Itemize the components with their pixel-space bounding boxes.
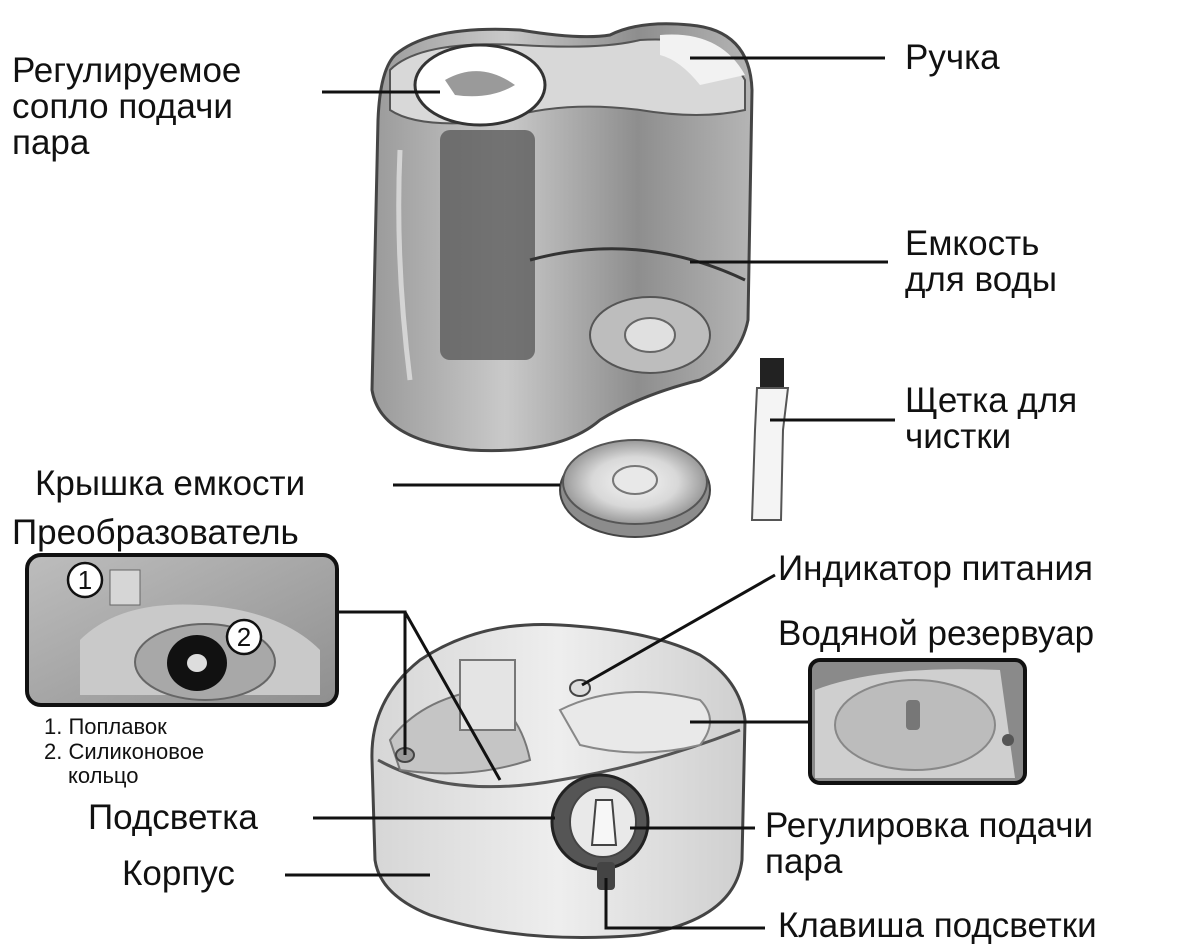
label-power-indicator: Индикатор питания	[778, 549, 1093, 588]
label-steam-nozzle: Регулируемое сопло подачи пара	[12, 51, 242, 162]
humidifier-base	[370, 622, 747, 939]
cleaning-brush	[750, 358, 790, 521]
label-housing: Корпус	[122, 854, 235, 893]
label-steam-control: Регулировка подачи пара	[765, 806, 1094, 881]
water-reservoir-inset	[808, 658, 1027, 785]
float-marker-number: 1	[78, 565, 92, 595]
legend-silicone-ring: 2. Силиконовое	[44, 739, 205, 764]
legend-float: 1. Поплавок	[44, 714, 167, 739]
label-water-reservoir: Водяной резервуар	[778, 614, 1095, 653]
label-backlight-key: Клавиша подсветки	[778, 906, 1097, 945]
label-backlight: Подсветка	[88, 798, 258, 837]
float-marker	[66, 561, 104, 599]
tank-cap	[559, 439, 711, 538]
transducer-inset: 1 2	[25, 553, 339, 707]
leader-lines	[285, 56, 895, 930]
label-water-tank: Емкость для воды	[905, 224, 1057, 299]
silicone-ring-marker-number: 2	[237, 622, 251, 652]
label-transducer: Преобразователь	[12, 513, 299, 552]
legend-silicone-ring-cont: кольцо	[68, 763, 139, 788]
label-cleaning-brush: Щетка для чистки	[905, 381, 1078, 456]
silicone-ring-marker	[225, 618, 263, 656]
label-tank-cap: Крышка емкости	[35, 464, 306, 503]
water-tank	[370, 22, 754, 453]
label-handle: Ручка	[905, 38, 1000, 77]
